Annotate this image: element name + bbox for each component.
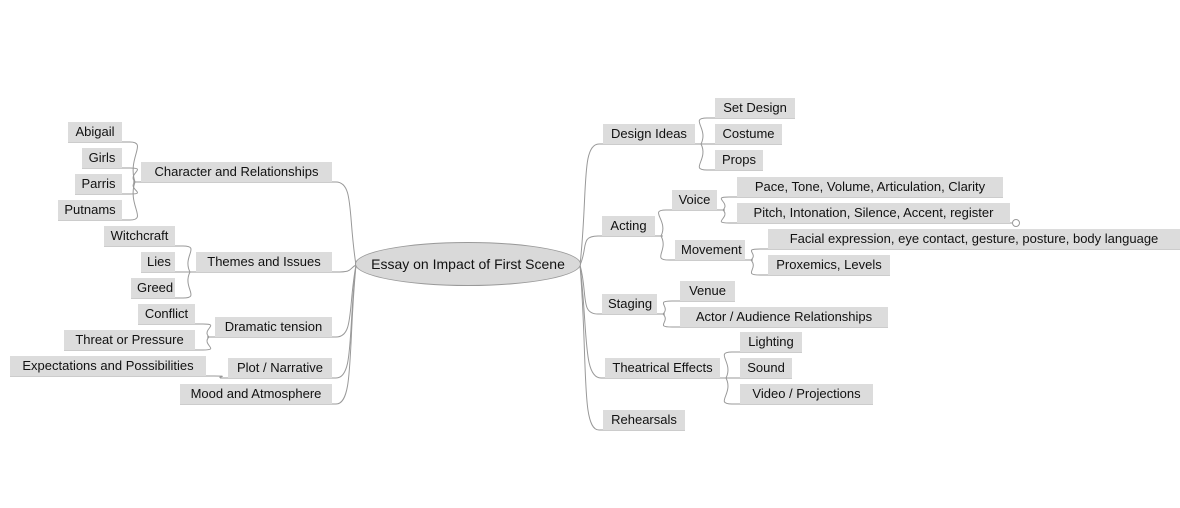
node-abigail[interactable]: Abigail (68, 122, 122, 142)
node-voice[interactable]: Voice (672, 190, 717, 210)
node-actor-audience-relationships[interactable]: Actor / Audience Relationships (680, 307, 888, 327)
branch-acting[interactable]: Acting (602, 216, 655, 236)
edge-line (202, 336, 212, 351)
edge-line (335, 264, 357, 273)
node-girls[interactable]: Girls (82, 148, 122, 168)
node-facial-expression-eye-contact-gesture-posture-body-language[interactable]: Facial expression, eye contact, gesture,… (768, 229, 1180, 249)
node-costume[interactable]: Costume (715, 124, 782, 144)
node-video-projections[interactable]: Video / Projections (740, 384, 873, 404)
node-parris[interactable]: Parris (75, 174, 122, 194)
node-sound[interactable]: Sound (740, 358, 792, 378)
edge-line (660, 235, 670, 261)
node-proxemics-levels[interactable]: Proxemics, Levels (768, 255, 890, 275)
collapse-handle-circle[interactable] (1012, 219, 1020, 227)
edge-line (720, 196, 730, 211)
edge-line (335, 181, 357, 266)
branch-theatrical-effects[interactable]: Theatrical Effects (605, 358, 720, 378)
root-node[interactable]: Essay on Impact of First Scene (355, 242, 581, 286)
edge-line (750, 248, 761, 261)
edge-line (579, 143, 600, 266)
edge-line (579, 264, 600, 431)
branch-staging[interactable]: Staging (602, 294, 657, 314)
node-props[interactable]: Props (715, 150, 763, 170)
node-venue[interactable]: Venue (680, 281, 735, 301)
branch-themes-and-issues[interactable]: Themes and Issues (196, 252, 332, 272)
node-conflict[interactable]: Conflict (138, 304, 195, 324)
node-expectations-and-possibilities[interactable]: Expectations and Possibilities (10, 356, 206, 376)
node-set-design[interactable]: Set Design (715, 98, 795, 118)
edge-line (182, 271, 192, 299)
edge-line (662, 300, 673, 315)
edge-line (335, 264, 357, 338)
edge-line (579, 264, 599, 315)
node-witchcraft[interactable]: Witchcraft (104, 226, 175, 246)
edge-line (720, 209, 730, 224)
branch-mood-and-atmosphere[interactable]: Mood and Atmosphere (180, 384, 332, 404)
edge-line (662, 313, 673, 328)
branch-plot-narrative[interactable]: Plot / Narrative (228, 358, 332, 378)
branch-rehearsals[interactable]: Rehearsals (603, 410, 685, 430)
edge-line (579, 235, 599, 266)
edge-line (335, 264, 357, 405)
edge-line (202, 323, 212, 338)
node-lies[interactable]: Lies (141, 252, 175, 272)
node-greed[interactable]: Greed (131, 278, 175, 298)
node-putnams[interactable]: Putnams (58, 200, 122, 220)
edge-line (698, 117, 708, 145)
branch-design-ideas[interactable]: Design Ideas (603, 124, 695, 144)
edge-line (129, 167, 138, 183)
edge-line (698, 143, 708, 171)
node-pitch-intonation-silence-accent-register[interactable]: Pitch, Intonation, Silence, Accent, regi… (737, 203, 1010, 223)
branch-dramatic-tension[interactable]: Dramatic tension (215, 317, 332, 337)
edge-line (723, 351, 733, 379)
node-movement[interactable]: Movement (675, 240, 745, 260)
edge-line (129, 181, 139, 221)
node-threat-or-pressure[interactable]: Threat or Pressure (64, 330, 195, 350)
edge-line (579, 264, 602, 379)
edge-line (658, 209, 667, 237)
node-lighting[interactable]: Lighting (740, 332, 802, 352)
edge-line (750, 259, 761, 276)
edge-line (723, 377, 733, 405)
node-pace-tone-volume-articulation-clarity[interactable]: Pace, Tone, Volume, Articulation, Clarit… (737, 177, 1003, 197)
edge-line (213, 375, 223, 379)
branch-character-and-relationships[interactable]: Character and Relationships (141, 162, 332, 182)
edge-line (182, 245, 192, 273)
